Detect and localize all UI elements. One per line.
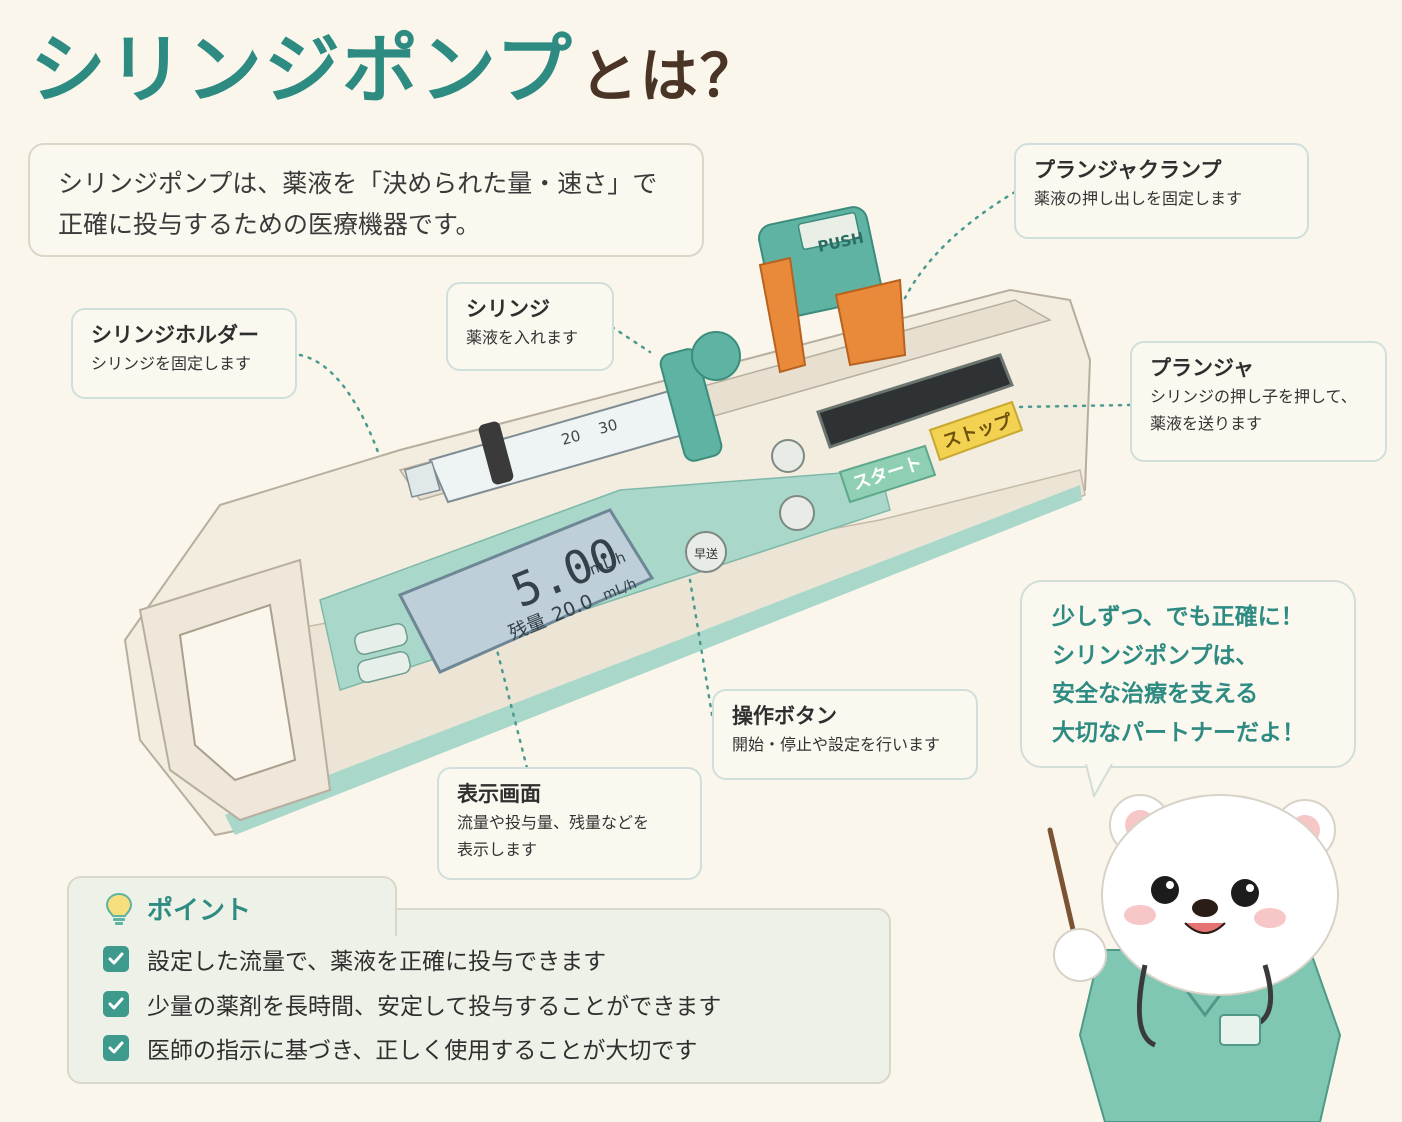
- bear-eye-left: [1151, 876, 1179, 904]
- intro-box: シリンジポンプは、薬液を「決められた量・速さ」で 正確に投与するための医療機器で…: [28, 143, 704, 257]
- point-item-text: 少量の薬剤を長時間、安定して投与することができます: [147, 994, 722, 1020]
- check-icon: [103, 1035, 129, 1061]
- label-plunger-title: プランジャ: [1150, 356, 1254, 380]
- check-icon: [103, 991, 129, 1017]
- syringe-scale-20: 20: [559, 427, 582, 449]
- bear-mascot: [1047, 794, 1342, 1122]
- syringe-tip: [404, 461, 441, 498]
- point-item-1: 設定した流量で、薬液を正確に投与できます: [103, 942, 606, 976]
- handle-hole: [178, 603, 297, 782]
- point-box: [67, 908, 891, 1084]
- fast-feed-button[interactable]: [685, 531, 727, 573]
- label-syringe-holder-title: シリンジホルダー: [91, 323, 259, 347]
- point-item-3: 医師の指示に基づき、正しく使用することが大切です: [103, 1031, 697, 1065]
- label-syringe-holder: シリンジホルダー シリンジを固定します: [71, 308, 297, 399]
- title-main: シリンジポンプ: [30, 25, 574, 114]
- intro-line-2: 正確に投与するための医療機器です。: [58, 210, 481, 239]
- bear-eye-right-shine: [1246, 884, 1254, 892]
- leader-plunger: [1016, 403, 1132, 409]
- name-badge: [1219, 1014, 1261, 1046]
- push-tag: [797, 212, 861, 250]
- intro-line-1: シリンジポンプは、薬液を「決められた量・速さ」で: [58, 169, 658, 198]
- fast-feed-label: 早送: [694, 546, 718, 561]
- lcd-screen: [397, 508, 655, 674]
- speech-bubble-tail: [1085, 764, 1113, 798]
- label-syringe-holder-desc: シリンジを固定します: [91, 354, 252, 373]
- clamp-lever-left[interactable]: [758, 256, 807, 374]
- title-sub: とは？: [579, 42, 760, 110]
- leader-lines: [298, 190, 1132, 770]
- point-item-text: 医師の指示に基づき、正しく使用することが大切です: [147, 1038, 698, 1064]
- bear-eye-left-shine: [1166, 881, 1174, 889]
- label-display-screen-desc-2: 表示します: [457, 840, 538, 859]
- stop-button[interactable]: [928, 400, 1024, 462]
- side-button-1[interactable]: [353, 622, 409, 656]
- point-tab: [67, 876, 397, 936]
- label-operation-buttons: 操作ボタン 開始・停止や設定を行います: [712, 689, 978, 780]
- speech-line-1: 少しずつ、でも正確に！: [1052, 604, 1304, 630]
- label-syringe-desc: 薬液を入れます: [466, 328, 579, 347]
- bear-head: [1101, 794, 1339, 996]
- bear-cheek-left: [1124, 905, 1156, 925]
- label-display-screen-desc-1: 流量や投与量、残量などを: [457, 813, 650, 832]
- menu-button[interactable]: [779, 495, 815, 531]
- label-display-screen: 表示画面 流量や投与量、残量などを 表示します: [437, 767, 702, 880]
- alarm-button[interactable]: [771, 439, 805, 473]
- lightbulb-icon: [105, 892, 133, 925]
- speech-bubble: 少しずつ、でも正確に！ シリンジポンプは、 安全な治療を支える 大切なパートナー…: [1020, 580, 1356, 768]
- leader-display: [495, 648, 529, 770]
- bear-nose: [1192, 899, 1218, 917]
- speech-line-3: 安全な治療を支える: [1052, 681, 1259, 707]
- label-syringe: シリンジ 薬液を入れます: [446, 282, 614, 371]
- label-operation-buttons-title: 操作ボタン: [732, 704, 837, 728]
- speech-line-4: 大切なパートナーだよ！: [1052, 719, 1305, 746]
- point-item-text: 設定した流量で、薬液を正確に投与できます: [147, 949, 607, 975]
- clamp-lever-right[interactable]: [834, 278, 907, 367]
- bear-paw: [1053, 928, 1107, 982]
- syringe-holder[interactable]: [658, 347, 723, 463]
- label-syringe-title: シリンジ: [466, 297, 550, 321]
- syringe-gasket: [478, 421, 514, 485]
- label-plunger-desc-1: シリンジの押し子を押して、: [1150, 387, 1357, 406]
- leader-syringe: [610, 325, 652, 354]
- point-title: ポイント: [147, 896, 252, 926]
- label-plunger-clamp-title: プランジャクランプ: [1034, 158, 1222, 182]
- label-plunger-clamp: プランジャクランプ 薬液の押し出しを固定します: [1014, 143, 1309, 239]
- label-operation-buttons-desc: 開始・停止や設定を行います: [732, 735, 941, 754]
- label-plunger-clamp-desc: 薬液の押し出しを固定します: [1034, 189, 1243, 208]
- check-icon: [103, 946, 129, 972]
- label-plunger: プランジャ シリンジの押し子を押して、 薬液を送ります: [1130, 341, 1387, 462]
- pump-base-band: [225, 485, 1082, 835]
- point-section: ポイント 設定した流量で、薬液を正確に投与できます 少量の薬剤を長時間、安定して…: [67, 876, 891, 1084]
- side-button-2[interactable]: [356, 650, 412, 684]
- bear-cheek-right: [1254, 908, 1286, 928]
- leader-clamp: [903, 190, 1017, 300]
- page-title: シリンジポンプとは？: [30, 28, 760, 112]
- holder-knob[interactable]: [691, 331, 741, 381]
- plunger-display: [816, 353, 1014, 449]
- label-plunger-desc-2: 薬液を送ります: [1150, 414, 1263, 433]
- bear-eye-right: [1231, 879, 1259, 907]
- start-button[interactable]: [838, 444, 937, 504]
- bear-mouth: [1184, 922, 1226, 934]
- label-display-screen-title: 表示画面: [457, 782, 541, 806]
- speech-line-2: シリンジポンプは、: [1052, 642, 1259, 669]
- syringe-scale-30: 30: [596, 416, 619, 438]
- leader-holder: [298, 353, 380, 454]
- point-item-2: 少量の薬剤を長時間、安定して投与することができます: [103, 987, 721, 1021]
